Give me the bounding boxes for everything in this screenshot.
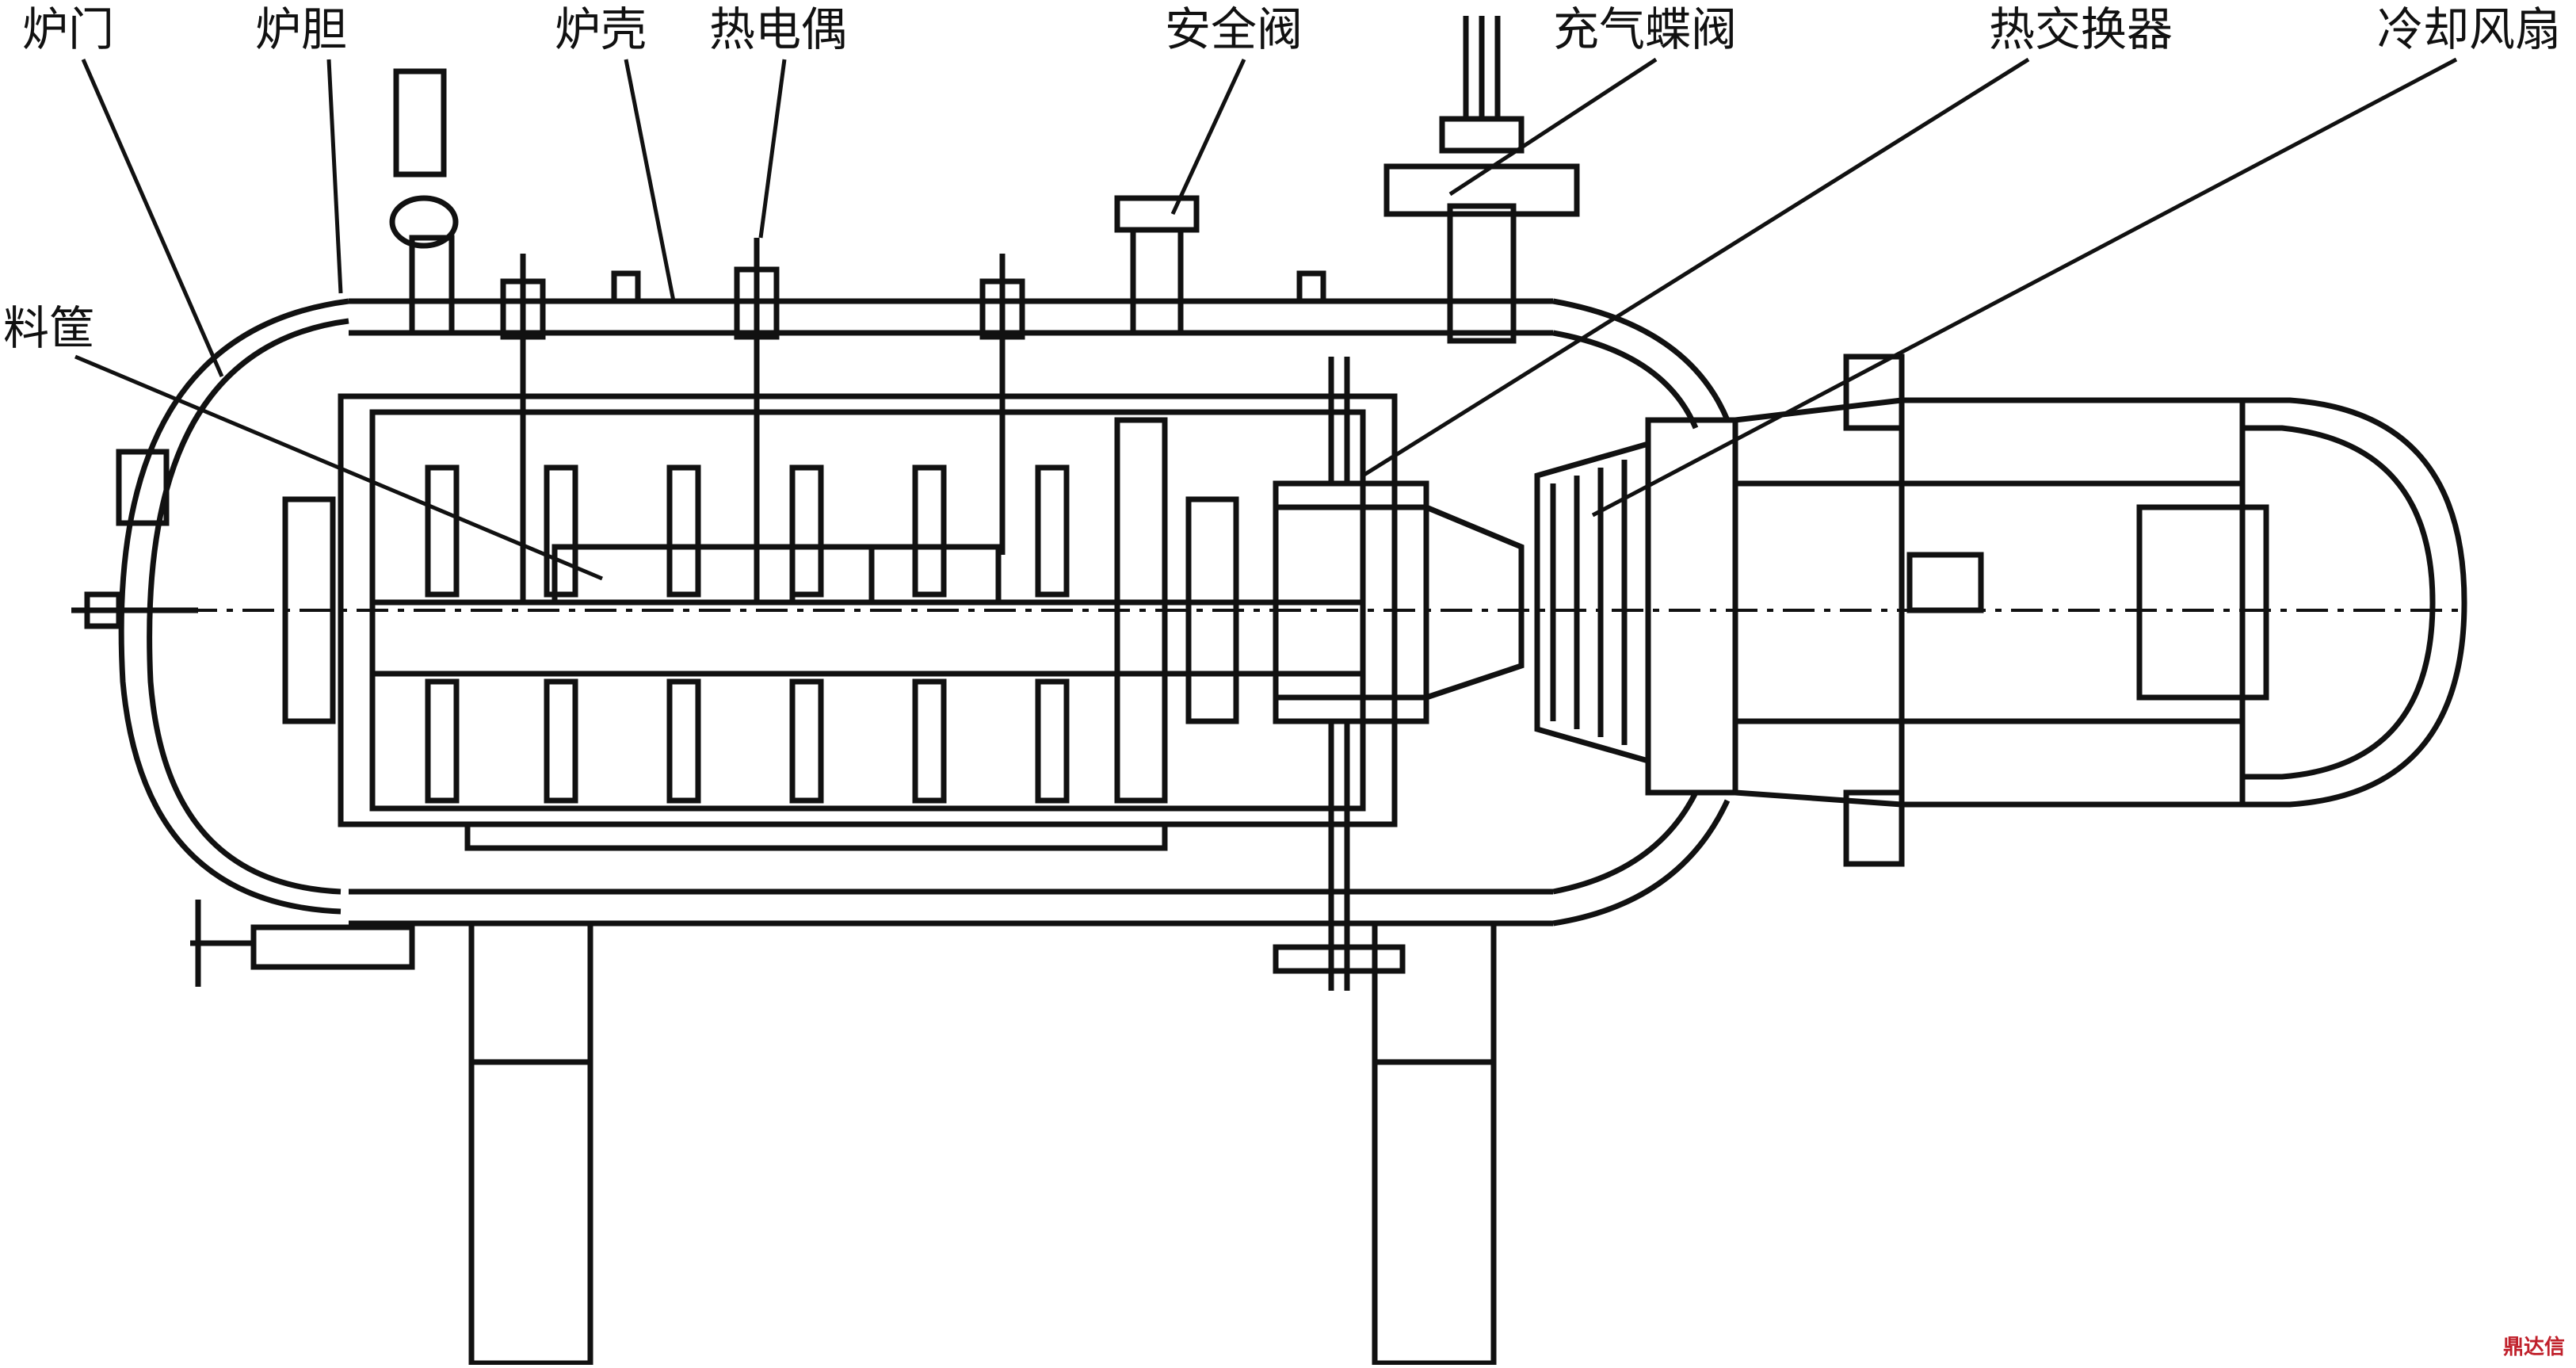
label-material-basket: 料筐 [3,301,96,355]
label-gas-fill-valve: 充气蝶阀 [1553,2,1738,56]
leader-safety-valve [1170,58,1246,216]
watermark: 鼎达信 [2502,1336,2565,1359]
leader-material-basket [74,354,603,581]
leader-furnace-door [81,58,224,378]
rear-cap [2242,397,2467,808]
leader-cooling-fan [1591,57,2458,518]
gas-fill-valve-pipe [1447,203,1517,344]
heat-exchanger-body [1645,417,1738,796]
top-port-1 [409,235,455,336]
right-support-leg [1372,920,1497,1366]
furnace-door-inner [147,318,349,895]
label-furnace-door: 炉门 [22,2,115,56]
left-support-leg [468,920,593,1366]
material-basket-upper [551,544,875,606]
fan-motor-housing [1899,397,2246,808]
leader-furnace-liner [326,59,343,294]
label-heat-exchanger: 热交换器 [1989,2,2173,56]
leader-thermocouple [758,59,787,239]
label-thermocouple: 热电偶 [709,2,848,56]
label-safety-valve: 安全阀 [1165,2,1303,56]
motor-body [1732,480,2246,724]
shell-right-dome [1552,298,1731,422]
cooling-fan-impeller [1534,440,1651,765]
label-cooling-fan: 冷却风扇 [2377,2,2562,56]
label-furnace-shell: 炉壳 [555,2,647,56]
safety-valve-body [1130,227,1184,336]
leader-furnace-shell [624,59,676,302]
leader-gas-fill-valve [1448,57,1658,197]
leader-heat-exchanger [1361,57,2030,478]
furnace-door-outline [118,298,349,915]
label-furnace-liner: 炉胆 [255,2,348,56]
